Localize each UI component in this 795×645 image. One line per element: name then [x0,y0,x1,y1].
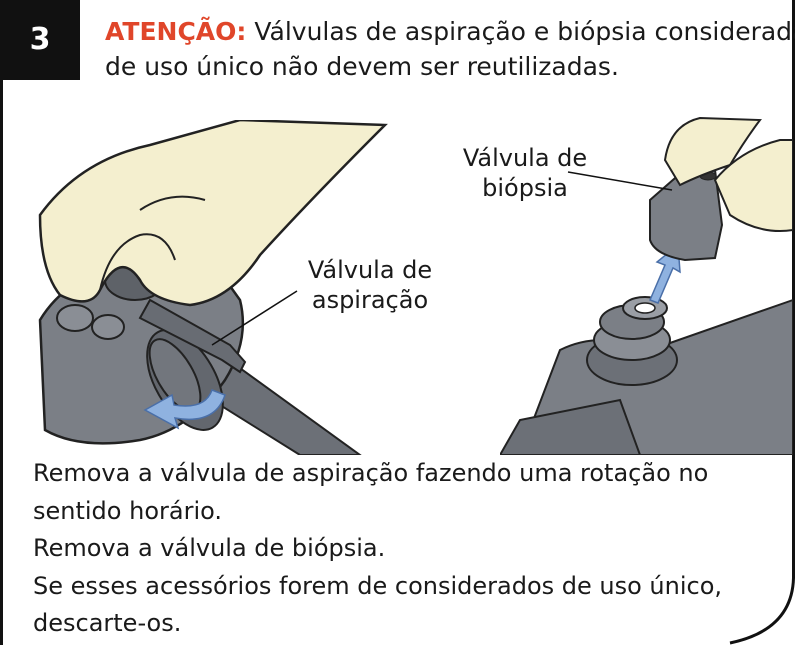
instruction-text: Remova a válvula de aspiração fazendo um… [33,455,773,643]
suction-callout-line-1: Válvula de [307,256,433,284]
warning-line-2: de uso único não devem ser reutilizadas. [105,52,619,81]
warning-line-1-text: Válvulas de aspiração e biópsia consider… [254,17,795,46]
suction-callout-line-2: aspiração [311,286,429,314]
biopsy-callout-line-1: Válvula de [462,144,588,172]
instruction-line-1: Remova a válvula de aspiração fazendo um… [33,459,709,487]
instruction-line-2: sentido horário. [33,496,222,525]
instruction-line-4: Se esses acessórios forem de considerado… [33,571,723,600]
warning-line-1: ATENÇÃO: Válvulas de aspiração e biópsia… [105,14,795,49]
warning-text: ATENÇÃO: Válvulas de aspiração e biópsia… [105,14,795,84]
step-number-badge: 3 [0,0,80,80]
warning-label: ATENÇÃO: [105,17,247,46]
suction-valve-callout: Válvula de aspiração [285,255,455,315]
biopsy-callout-line-2: biópsia [482,174,568,202]
instruction-line-3: Remova a válvula de biópsia. [33,534,386,562]
biopsy-valve-callout: Válvula de biópsia [440,143,610,203]
instruction-line-5: descarte-os. [33,609,182,637]
